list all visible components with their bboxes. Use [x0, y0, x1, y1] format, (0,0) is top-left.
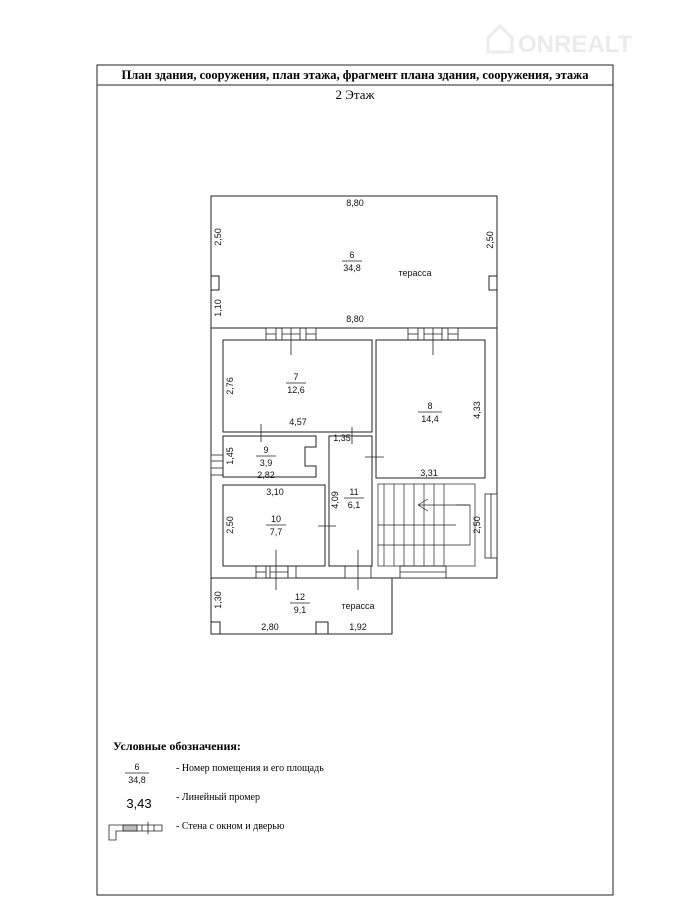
rooms-0-number: 6 [349, 250, 354, 260]
rooms-1-number: 7 [293, 372, 298, 382]
rooms-3-number: 9 [263, 445, 268, 455]
legend-item-wall: - Стена с окном и дверью [176, 821, 285, 832]
rooms-5-number: 11 [349, 487, 358, 497]
dimensions-room7-height: 2,76 [225, 377, 235, 395]
legend-item-room: - Номер помещения и его площадь [176, 763, 324, 774]
rooms-6-number: 12 [295, 592, 305, 602]
rooms-6-area: 9,1 [294, 605, 307, 615]
floor-title: 2 Этаж [336, 87, 376, 102]
rooms-1-area: 12,6 [287, 385, 305, 395]
dimensions-room11-height: 4,09 [330, 491, 340, 509]
dimensions-room8-height: 4,33 [472, 401, 482, 419]
legend-symbol-dimension: 3,43 [126, 796, 151, 811]
watermark-logo: ONREALT [486, 23, 633, 58]
rooms-2-number: 8 [427, 401, 432, 411]
legend-symbol-number: 6 [134, 762, 139, 772]
dimensions-terrace2-width-left: 2,80 [261, 622, 279, 632]
room-8: 8 14,4 4,33 3,31 [365, 339, 486, 479]
dimensions-terrace-left-height: 2,50 [213, 228, 223, 246]
rooms-4-number: 10 [271, 514, 281, 524]
dimensions-room8-width: 3,31 [420, 468, 438, 478]
dimensions-room9-height: 1,45 [225, 447, 235, 465]
legend-symbol-area: 34,8 [128, 775, 146, 785]
rooms-3-area: 3,9 [260, 458, 273, 468]
dimensions-room7-width: 4,57 [289, 417, 307, 427]
legend: Условные обозначения: 6 34,8 - Номер пом… [108, 739, 324, 841]
room-10: 3,10 10 7,7 2,50 [222, 484, 336, 567]
sheet-title: План здания, сооружения, план этажа, фра… [122, 68, 590, 82]
dimensions-terrace-right-height: 2,50 [485, 231, 495, 249]
rooms-2-area: 14,4 [421, 414, 439, 424]
dimensions-terrace-bottom-width: 8,80 [346, 314, 364, 324]
watermark-text: ONREALT [518, 31, 633, 58]
dimensions-stairs-height: 2,50 [472, 516, 482, 534]
dimensions-room10-width: 3,10 [266, 487, 284, 497]
wall-window-door-symbol [108, 822, 163, 841]
room-6-terrace: 8,80 8,80 2,50 1,10 2,50 6 34,8 терасса [210, 195, 498, 329]
building-outer-wall [210, 327, 498, 579]
rooms-5-area: 6,1 [348, 500, 361, 510]
legend-item-dimension: - Линейный промер [176, 792, 260, 803]
dimensions-terrace2-width-right: 1,92 [349, 622, 367, 632]
dimensions-terrace-left-small: 1,10 [213, 299, 223, 317]
dimensions-room11-width: 1,35 [333, 433, 351, 443]
dimensions-terrace-top-width: 8,80 [346, 198, 364, 208]
room-11: 1,35 11 6,1 4,09 [328, 427, 373, 567]
rooms-0-area: 34,8 [343, 263, 361, 273]
rooms-6-label: терасса [341, 601, 374, 611]
room-12-terrace: 1,30 12 9,1 терасса 2,80 1,92 [210, 578, 393, 635]
sheet-frame [96, 64, 614, 896]
legend-title: Условные обозначения: [113, 739, 241, 753]
staircase: 2,50 [377, 483, 482, 567]
rooms-4-area: 7,7 [270, 527, 283, 537]
rooms-0-label: терасса [398, 268, 431, 278]
room-9: 9 3,9 1,45 2,82 [222, 435, 317, 480]
dimensions-room10-height: 2,50 [225, 516, 235, 534]
window-symbols [210, 327, 498, 590]
dimensions-room9-width: 2,82 [257, 470, 275, 480]
dimensions-terrace2-height: 1,30 [213, 591, 223, 609]
room-7: 7 12,6 2,76 4,57 [222, 339, 373, 442]
